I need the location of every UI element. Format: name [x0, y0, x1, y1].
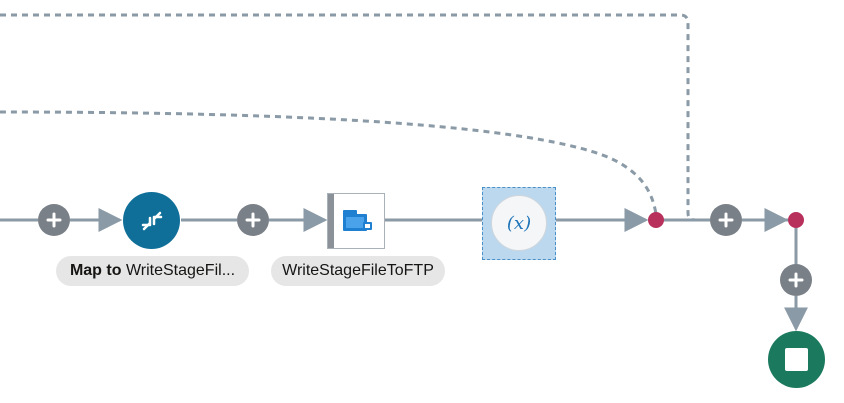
assign-node-selected[interactable]: (x) — [482, 187, 556, 260]
add-action-button[interactable] — [710, 204, 742, 236]
dashed-loop-top — [0, 13, 712, 222]
plus-icon — [718, 212, 734, 228]
map-arrows-icon — [141, 211, 162, 230]
node-edge — [328, 194, 334, 248]
plus-icon — [245, 212, 261, 228]
ftp-node-label[interactable]: WriteStageFileToFTP — [271, 256, 445, 286]
add-action-button[interactable] — [38, 204, 70, 236]
stop-icon — [785, 348, 808, 371]
assign-symbol: (x) — [506, 212, 532, 234]
variable-icon: (x) — [491, 195, 547, 251]
end-node[interactable] — [768, 331, 825, 388]
dashed-curve — [0, 110, 658, 215]
ftp-adapter-icon — [343, 210, 372, 231]
map-node-label[interactable]: Map to WriteStageFil... — [56, 256, 249, 286]
plus-icon — [46, 212, 62, 228]
map-label-target: WriteStageFil... — [125, 262, 236, 279]
ftp-adapter-node[interactable] — [327, 193, 385, 249]
ftp-label-text: WriteStageFileToFTP — [282, 262, 434, 279]
map-node[interactable] — [123, 192, 180, 249]
map-label-prefix: Map to — [69, 262, 122, 279]
merge-dot — [648, 212, 664, 228]
add-action-button[interactable] — [237, 204, 269, 236]
merge-dot — [788, 212, 804, 228]
plus-icon — [788, 272, 804, 288]
add-action-button[interactable] — [780, 264, 812, 296]
